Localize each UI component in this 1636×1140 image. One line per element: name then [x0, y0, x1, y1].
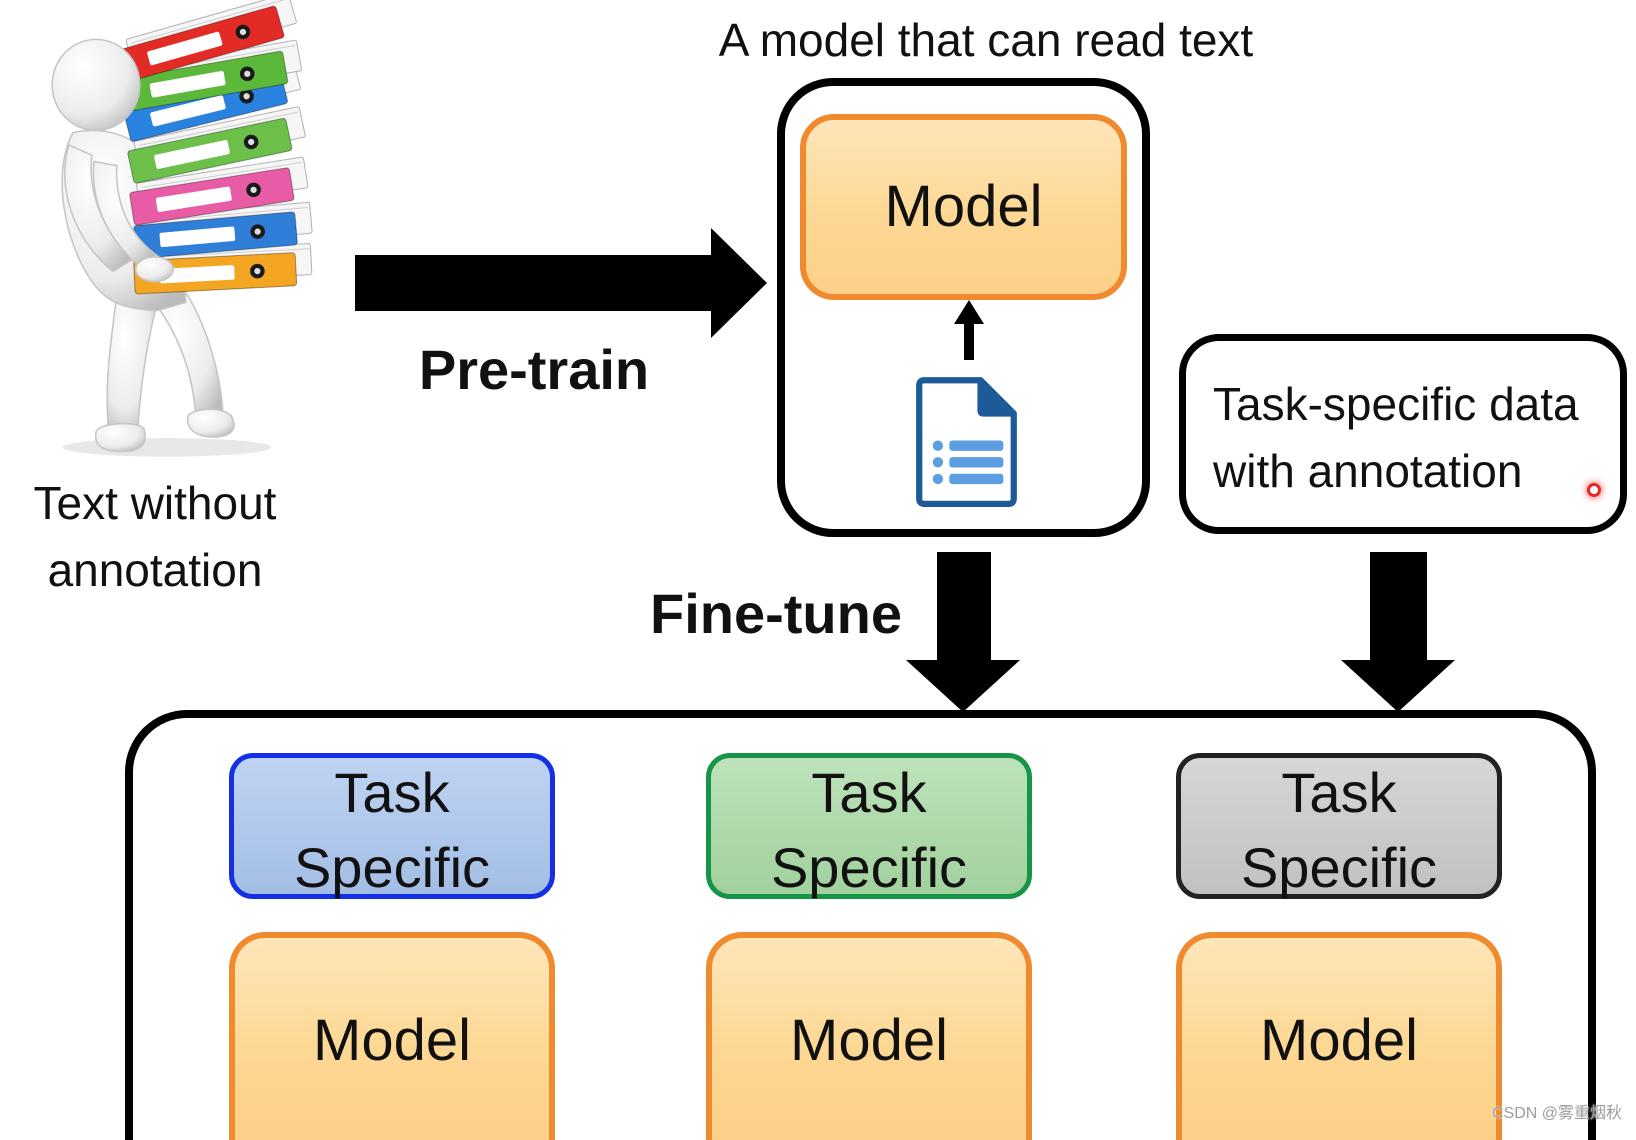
model-label: Model — [313, 1008, 471, 1073]
binder-stack — [120, 0, 313, 295]
pretrained-model-container: Model — [777, 78, 1150, 537]
front-foot — [186, 408, 235, 438]
task-data-line-1: Task-specific data — [1213, 378, 1579, 430]
pretrain-label: Pre-train — [418, 338, 650, 401]
binder-label — [159, 265, 235, 284]
model-label: Model — [1260, 1008, 1418, 1073]
task-data-line-2: with annotation — [1213, 445, 1523, 497]
binder-2 — [123, 39, 302, 112]
binder-label — [159, 226, 236, 248]
head — [51, 38, 141, 132]
binder-ring-center — [239, 28, 247, 36]
list-bullet — [932, 473, 944, 485]
document-icon — [916, 377, 1017, 507]
binder-page-edge — [141, 161, 303, 189]
ground-shadow — [62, 438, 272, 457]
model-label: Model — [790, 1008, 948, 1073]
task-head-line-1: Task — [811, 761, 927, 824]
binder-4 — [127, 106, 306, 184]
back-arm — [64, 143, 135, 273]
task-data-arrow — [1341, 552, 1455, 712]
list-bullet — [932, 457, 944, 468]
task-head-line-1: Task — [1281, 761, 1397, 824]
task-model-block: Model — [1176, 932, 1502, 1140]
list-bullet — [932, 440, 944, 451]
binder-label — [149, 70, 226, 98]
list-line — [949, 440, 1004, 451]
task-column-3: Task Specific Model — [1176, 753, 1502, 1140]
binder-ring-center — [254, 228, 261, 235]
task-head-line-2: Specific — [293, 836, 491, 899]
unlabeled-text-line-1: Text without — [33, 477, 277, 529]
pretrained-model-caption: A model that can read text — [718, 14, 1254, 66]
list-line — [949, 473, 1004, 485]
unlabeled-text-line-2: annotation — [47, 544, 263, 596]
task-specific-head-blue: Task Specific — [229, 753, 555, 899]
back-foot — [94, 422, 146, 453]
person-carrying-binders-icon — [51, 0, 313, 457]
task-specific-head-green: Task Specific — [706, 753, 1032, 899]
back-leg — [106, 294, 158, 434]
task-head-line-2: Specific — [770, 836, 968, 899]
binder-ring-center — [243, 93, 250, 100]
list-line — [949, 457, 1004, 468]
binder-ring-center — [244, 70, 251, 77]
pretrain-arrow — [355, 228, 767, 338]
binder-label — [147, 31, 223, 66]
task-specific-head-grey: Task Specific — [1176, 753, 1502, 899]
binder-5 — [129, 156, 309, 226]
hand — [134, 256, 174, 283]
binder-1 — [120, 0, 297, 82]
binder-page-edge — [131, 0, 288, 44]
task-head-line-2: Specific — [1240, 836, 1438, 899]
cursor-dot-icon — [1587, 483, 1601, 497]
binder-label — [154, 140, 230, 169]
watermark: CSDN @雾重烟秋 — [1491, 1105, 1622, 1122]
front-leg — [149, 291, 225, 424]
binder-page-edge — [138, 111, 299, 147]
binder-page-edge — [145, 248, 309, 258]
finetuned-models-container: Task Specific Model Task Specific Model … — [125, 710, 1596, 1140]
task-model-block: Model — [229, 932, 555, 1140]
document-fold — [977, 379, 1015, 417]
finetune-label: Fine-tune — [650, 582, 902, 645]
task-column-1: Task Specific Model — [229, 753, 555, 1140]
binder-ring-center — [254, 268, 261, 275]
task-head-line-1: Task — [334, 761, 450, 824]
pretrained-model-block: Model — [800, 114, 1127, 300]
binder-ring-center — [248, 138, 255, 146]
task-model-block: Model — [706, 932, 1032, 1140]
task-data-box: Task-specific data with annotation — [1179, 334, 1627, 534]
binder-label — [150, 95, 226, 127]
task-column-2: Task Specific Model — [706, 753, 1032, 1140]
binder-label — [155, 186, 232, 212]
model-label: Model — [884, 174, 1043, 239]
binder-ring-center — [250, 186, 257, 193]
